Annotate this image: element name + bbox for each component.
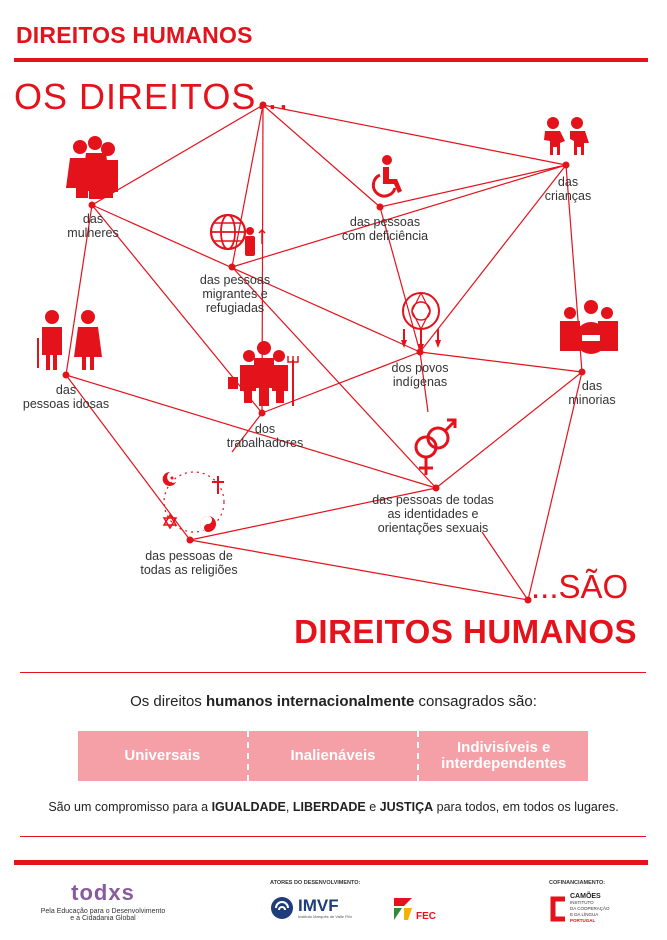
cofinancing-label: COFINANCIAMENTO:: [549, 880, 606, 886]
todxs-wordmark: todxs: [71, 880, 135, 905]
imvf-emblem-icon: [271, 897, 293, 919]
divider-bottom: [20, 836, 646, 837]
header-title: DIREITOS HUMANOS: [16, 22, 253, 48]
camoes-wordmark: CAMÕES: [570, 893, 601, 900]
property-inalienaveis: Inalienáveis: [246, 731, 418, 781]
actors-label: ATORES DO DESENVOLVIMENTO:: [270, 880, 361, 886]
gender-symbols-icon: [414, 418, 457, 475]
globe-migrant-icon: [209, 213, 266, 256]
property-universais: Universais: [124, 747, 201, 764]
headline-bottom: DIREITOS HUMANOS: [294, 613, 637, 650]
camoes-line-1: INSTITUTO: [570, 900, 594, 905]
properties-bar: Universais Inalienáveis Indivisíveis e i…: [78, 731, 588, 781]
headline-sao: ...SÃO: [531, 568, 629, 605]
wheelchair-icon: [371, 155, 402, 198]
todxs-tagline-2: e a Cidadania Global: [70, 915, 136, 922]
todxs-logo: todxs Pela Educação para o Desenvolvimen…: [38, 880, 168, 922]
children-icon: [544, 117, 589, 155]
commitment-text: São um compromisso para a IGUALDADE, LIB…: [48, 800, 619, 814]
headline-left: OS DIREITOS...: [14, 76, 290, 117]
camoes-logo: CAMÕES INSTITUTO DA COOPERAÇÃO E DA LÍNG…: [549, 893, 610, 924]
camoes-emblem-icon: [550, 896, 565, 922]
imvf-subtitle: Instituto Marquês de Valle Flôr: [298, 914, 352, 919]
divider-top: [20, 672, 646, 673]
intro-text: Os direitos humanos internacionalmente c…: [130, 693, 537, 710]
todxs-tagline-1: Pela Educação para o Desenvolvimento: [40, 908, 166, 915]
fec-wordmark: FEC: [416, 911, 436, 922]
fec-emblem-icon: [394, 898, 412, 920]
header-rule: [14, 58, 648, 62]
workers-icon: [228, 341, 299, 406]
dreamcatcher-icon: [401, 291, 441, 352]
camoes-line-4: PORTUGAL: [570, 918, 596, 923]
fec-logo: FEC: [392, 896, 436, 922]
imvf-logo: IMVF Instituto Marquês de Valle Flôr: [270, 896, 352, 920]
religions-icon: [162, 471, 225, 533]
elderly-couple-icon: [37, 310, 102, 370]
imvf-wordmark: IMVF: [298, 896, 339, 915]
minorities-icon: [560, 300, 618, 354]
camoes-line-3: E DA LÍNGUA: [570, 912, 599, 917]
footer-rule: [14, 860, 648, 865]
property-indivisiveis: Indivisíveis e interdependentes: [417, 731, 588, 781]
women-group-icon: [66, 136, 118, 199]
camoes-line-2: DA COOPERAÇÃO: [570, 906, 610, 911]
